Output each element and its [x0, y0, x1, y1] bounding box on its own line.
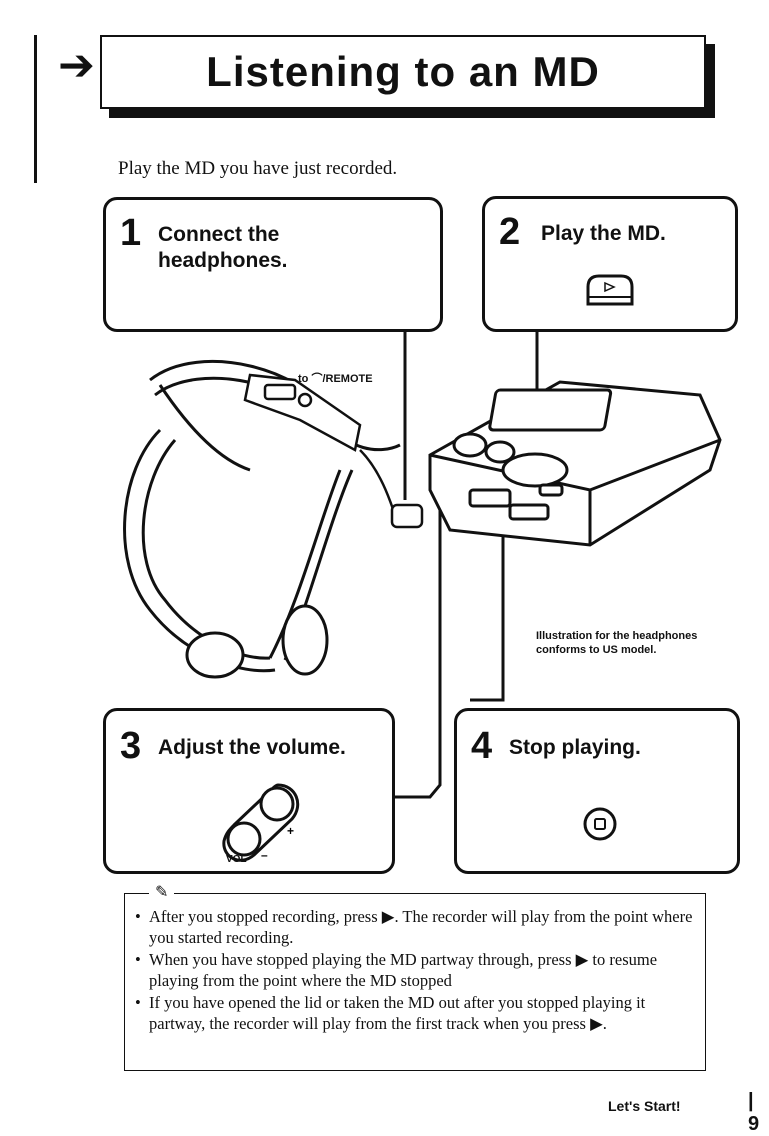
step-1-number: 1 — [120, 212, 142, 254]
note-item-2: When you have stopped playing the MD par… — [135, 949, 693, 992]
step-1-box: 1 Connect the headphones. — [103, 197, 443, 332]
notes-box: ✎ After you stopped recording, press ▶. … — [124, 882, 706, 1071]
step-1-label: Connect the headphones. — [158, 223, 288, 273]
md-recorder-drawing — [428, 380, 722, 547]
plug-drawing — [359, 449, 424, 529]
margin-rule — [34, 35, 37, 183]
illustration-note: Illustration for the headphones conforms… — [536, 630, 698, 657]
intro-text: Play the MD you have just recorded. — [118, 158, 398, 179]
step-3-number: 3 — [120, 725, 142, 767]
note-item-3: If you have opened the lid or taken the … — [135, 992, 693, 1035]
step-2-number: 2 — [499, 211, 521, 253]
remote-jack-label: to ⌒/REMOTE — [298, 373, 373, 385]
arrow-right-icon: ➔ — [58, 40, 95, 91]
step-3-box: 3 Adjust the volume. + – VOL — [103, 708, 395, 874]
section-footer: Let's Start! — [608, 1098, 681, 1114]
note-item-1: After you stopped recording, press ▶. Th… — [135, 906, 693, 949]
vol-minus-label: – — [261, 848, 268, 862]
title-box: Listening to an MD — [100, 35, 706, 109]
page-title: Listening to an MD — [206, 48, 600, 95]
step-3-label: Adjust the volume. — [158, 736, 346, 759]
stop-button-icon — [583, 807, 617, 841]
step-4-label: Stop playing. — [509, 736, 641, 759]
step-4-number: 4 — [471, 725, 493, 767]
step-2-label: Play the MD. — [541, 222, 666, 245]
headphones-drawing — [123, 359, 401, 679]
note-pencil-icon: ✎ — [149, 882, 175, 901]
step-4-box: 4 Stop playing. — [454, 708, 740, 874]
vol-plus-label: + — [287, 824, 294, 838]
notes-list: After you stopped recording, press ▶. Th… — [135, 906, 693, 1035]
page-number: | 9 — [748, 1090, 760, 1135]
remote-control-drawing — [243, 373, 362, 452]
play-button-icon — [586, 274, 634, 306]
step-2-box: 2 Play the MD. — [482, 196, 738, 332]
volume-control-icon: + – — [222, 783, 300, 862]
vol-label: VOL — [226, 854, 247, 865]
